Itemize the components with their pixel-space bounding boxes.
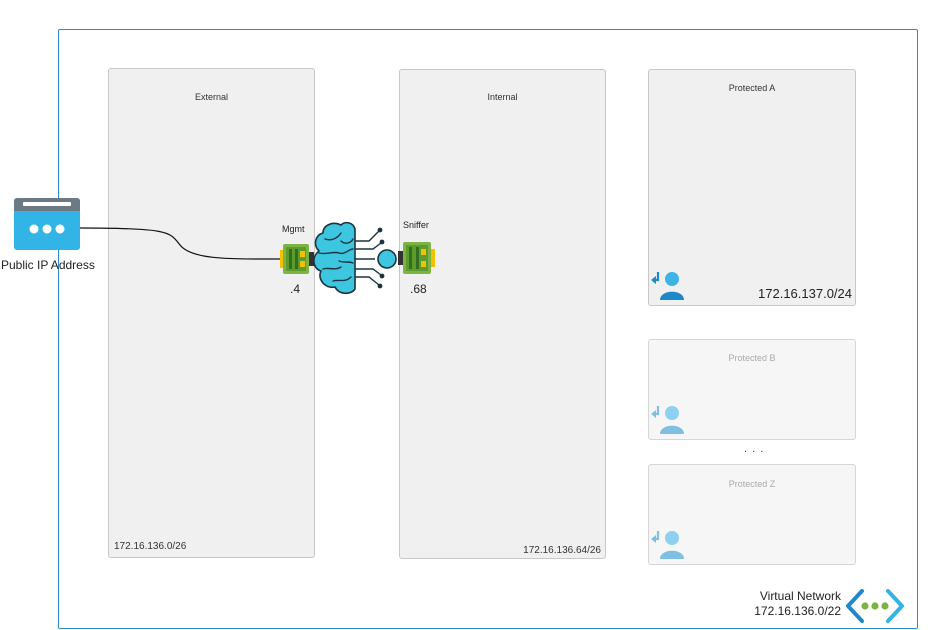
sniffer-nic-label: Sniffer (403, 220, 429, 230)
virtual-network-title: Virtual Network (759, 589, 841, 603)
internal-subnet-title: Internal (487, 92, 518, 102)
public-ip-icon[interactable] (14, 198, 80, 250)
external-subnet[interactable]: External 172.16.136.0/26 (108, 68, 315, 558)
network-sensor-brain-icon[interactable] (311, 219, 401, 297)
protected-z-subnet[interactable]: Protected Z (648, 464, 856, 565)
virtual-network-cidr: 172.16.136.0/22 (754, 604, 841, 618)
protected-a-cidr: 172.16.137.0/24 (758, 286, 852, 301)
protected-b-title: Protected B (728, 353, 776, 363)
virtual-network-label: Virtual Network 172.16.136.0/22 (754, 589, 841, 619)
external-subnet-title: External (194, 92, 229, 102)
mgmt-nic-label: Mgmt (282, 224, 305, 234)
protected-z-user-icon[interactable] (651, 528, 687, 560)
virtual-network-icon[interactable] (846, 589, 904, 623)
sniffer-nic-icon[interactable] (398, 241, 436, 275)
internal-subnet[interactable]: Internal 172.16.136.64/26 (399, 69, 606, 559)
protected-z-title: Protected Z (728, 479, 776, 489)
protected-b-user-icon[interactable] (651, 403, 687, 435)
public-ip-label: Public IP Address (1, 258, 95, 272)
protected-a-title: Protected A (728, 83, 776, 93)
more-subnets-ellipsis: . . . (744, 443, 765, 455)
mgmt-nic-icon[interactable] (280, 243, 316, 275)
external-subnet-cidr: 172.16.136.0/26 (114, 541, 187, 552)
protected-a-user-icon[interactable] (651, 269, 687, 301)
sniffer-nic-ip: .68 (410, 282, 427, 296)
protected-b-subnet[interactable]: Protected B (648, 339, 856, 440)
mgmt-nic-ip: .4 (290, 282, 301, 296)
protected-a-subnet[interactable]: Protected A 172.16.137.0/24 (648, 69, 856, 306)
internal-subnet-cidr: 172.16.136.64/26 (523, 545, 601, 556)
virtual-network-boundary (58, 29, 918, 629)
